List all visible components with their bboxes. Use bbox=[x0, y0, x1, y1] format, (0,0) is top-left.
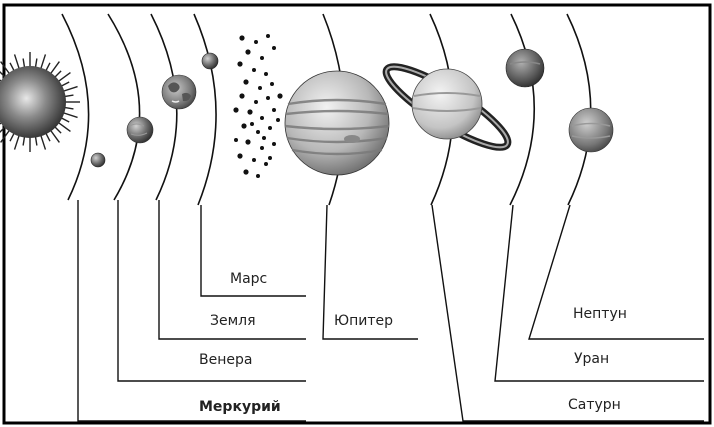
label-venus: Венера bbox=[199, 352, 252, 368]
label-jupiter: Юпитер bbox=[334, 313, 393, 329]
label-neptune: Нептун bbox=[573, 306, 627, 322]
label-uranus: Уран bbox=[574, 351, 609, 367]
label-mercury: Меркурий bbox=[199, 399, 281, 415]
planet-uranus bbox=[569, 108, 613, 152]
planet-mercury bbox=[91, 153, 105, 167]
label-saturn: Сатурн bbox=[568, 397, 621, 413]
planet-saturn bbox=[378, 55, 516, 159]
leader-saturn bbox=[432, 205, 704, 421]
leader-mercury bbox=[78, 200, 306, 421]
planet-earth bbox=[162, 75, 196, 109]
label-earth: Земля bbox=[210, 313, 256, 329]
planet-jupiter bbox=[285, 71, 389, 175]
orbit-mars bbox=[194, 14, 216, 205]
orbit-venus bbox=[108, 14, 140, 200]
planet-mars bbox=[202, 53, 218, 69]
sun bbox=[0, 52, 80, 152]
label-mars: Марс bbox=[230, 271, 267, 287]
orbit-uranus bbox=[510, 14, 534, 205]
planet-venus bbox=[127, 117, 153, 143]
planet-neptune bbox=[506, 49, 544, 87]
asteroid-belt bbox=[233, 34, 282, 178]
